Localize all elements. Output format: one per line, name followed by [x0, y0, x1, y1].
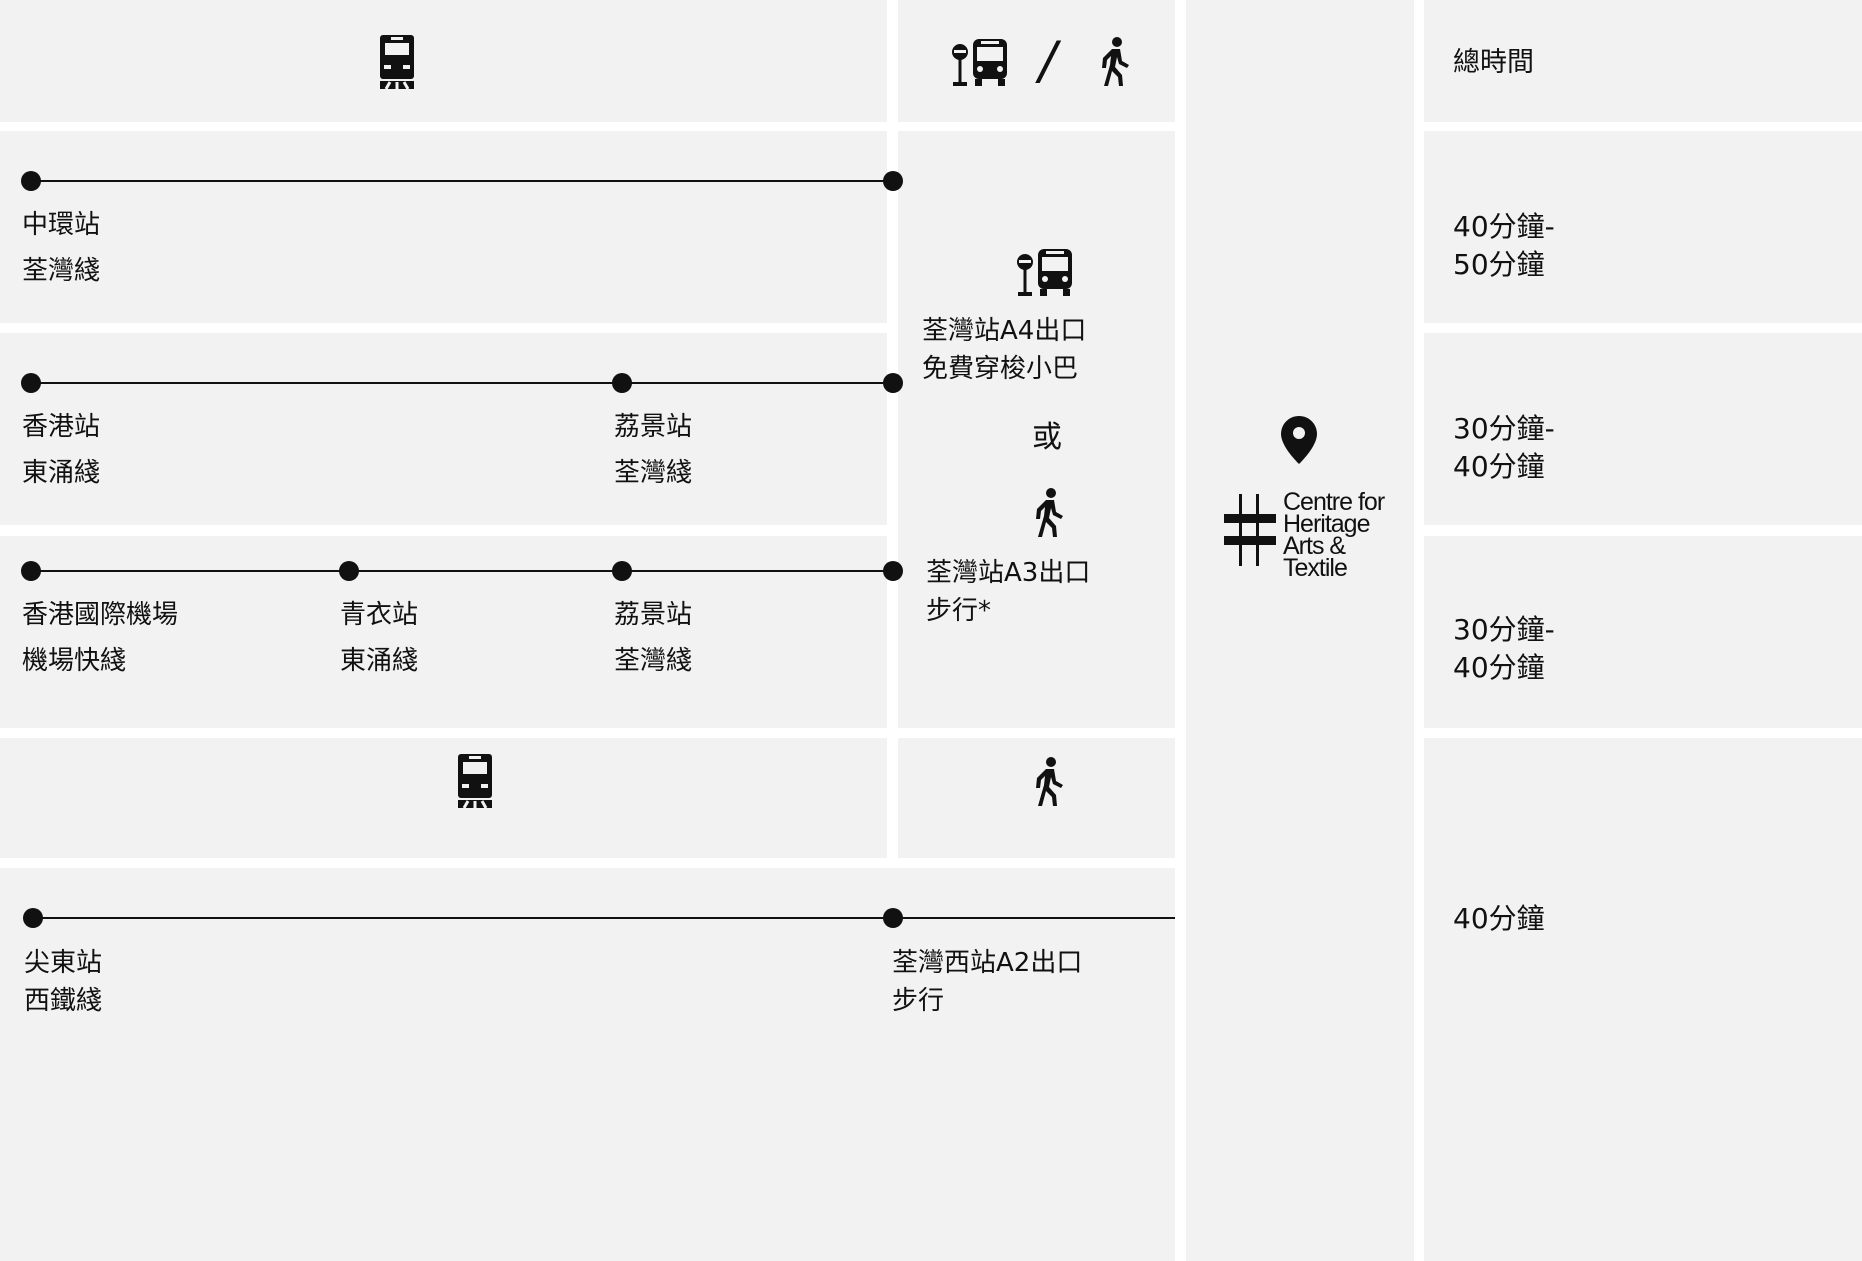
header-slash: /	[1039, 31, 1057, 91]
route-1-end-dot	[883, 171, 903, 191]
route-3-stop-1-label: 香港國際機場 機場快綫	[22, 592, 178, 684]
route-3-start-dot	[21, 561, 41, 581]
time-3-cell	[1424, 536, 1862, 728]
west-rail-total-time: 40分鐘	[1453, 900, 1545, 938]
route-3-total-time: 30分鐘- 40分鐘	[1453, 611, 1555, 687]
logo-line: Textile	[1283, 554, 1348, 582]
west-rail-origin-label: 尖東站 西鐵綫	[24, 944, 102, 1020]
line-name: 西鐵綫	[24, 986, 103, 1016]
station-name: 青衣站	[340, 600, 419, 630]
west-rail-line	[33, 917, 1175, 919]
route-3-stop-2-label: 青衣站 東涌綫	[340, 592, 418, 684]
bus-stop-icon	[1017, 249, 1072, 296]
route-3-transfer-2-dot	[612, 561, 632, 581]
time-range-end: 40分鐘	[1453, 450, 1545, 483]
logo-line: Heritage	[1283, 510, 1371, 538]
line-name: 機場快綫	[22, 646, 127, 676]
time-range-start: 40分鐘-	[1453, 210, 1555, 243]
time-4-cell	[1424, 738, 1862, 1261]
station-name: 香港國際機場	[22, 600, 179, 630]
route-1-cell	[0, 131, 887, 323]
time-value: 40分鐘	[1453, 902, 1545, 935]
walking-person-icon	[1036, 488, 1063, 537]
west-rail-start-dot	[23, 908, 43, 928]
exit-label: 荃灣西站A2出口	[892, 948, 1083, 978]
bus-exit-label: 荃灣站A4出口	[922, 316, 1087, 346]
chat-logo-wordmark: Centre for Heritage Arts & Textile	[1283, 488, 1385, 582]
line-name: 荃灣綫	[614, 458, 693, 488]
walk-note: 荃灣站A3出口 步行*	[926, 554, 1090, 630]
route-1-total-time: 40分鐘- 50分鐘	[1453, 208, 1555, 284]
shuttle-bus-note: 荃灣站A4出口 免費穿梭小巴	[922, 312, 1086, 388]
west-rail-exit-label: 荃灣西站A2出口 步行	[892, 944, 1082, 1020]
west-rail-walk-cell	[898, 738, 1175, 858]
train-icon	[380, 35, 414, 90]
west-rail-exit-dot	[883, 908, 903, 928]
route-2-line	[31, 382, 893, 384]
destination-column	[1186, 0, 1414, 1261]
west-rail-route-cell	[0, 868, 1175, 1261]
route-2-stop-2-label: 荔景站 荃灣綫	[614, 404, 692, 496]
header-transfer-cell	[898, 0, 1175, 122]
walking-person-icon	[1036, 757, 1063, 806]
route-1-line	[31, 180, 893, 182]
walk-mode-label: 步行	[892, 986, 945, 1016]
route-3-cell	[0, 536, 887, 728]
route-2-end-dot	[883, 373, 903, 393]
logo-line: Centre for	[1283, 488, 1385, 516]
route-3-transfer-1-dot	[339, 561, 359, 581]
station-name: 尖東站	[24, 948, 103, 978]
route-3-line	[31, 570, 893, 572]
header-total-time-cell	[1424, 0, 1862, 122]
route-3-stop-3-label: 荔景站 荃灣綫	[614, 592, 692, 684]
route-2-total-time: 30分鐘- 40分鐘	[1453, 410, 1555, 486]
header-train-cell	[0, 0, 887, 122]
total-time-heading: 總時間	[1453, 47, 1534, 78]
station-name: 中環站	[22, 210, 101, 240]
time-2-cell	[1424, 333, 1862, 525]
route-1-stop-1-label: 中環站 荃灣綫	[22, 202, 100, 294]
line-name: 荃灣綫	[22, 256, 101, 286]
train-icon	[458, 754, 492, 809]
time-range-start: 30分鐘-	[1453, 412, 1555, 445]
route-2-start-dot	[21, 373, 41, 393]
walk-exit-label: 荃灣站A3出口	[926, 558, 1091, 588]
route-1-start-dot	[21, 171, 41, 191]
line-name: 東涌綫	[340, 646, 419, 676]
time-range-end: 50分鐘	[1453, 248, 1545, 281]
route-2-cell	[0, 333, 887, 525]
transfer-options-cell	[898, 131, 1175, 728]
line-name: 荃灣綫	[614, 646, 693, 676]
west-rail-train-cell	[0, 738, 887, 858]
time-range-end: 40分鐘	[1453, 651, 1545, 684]
walk-mode-label: 步行*	[926, 596, 992, 626]
bus-stop-icon	[952, 39, 1007, 86]
station-name: 荔景站	[614, 600, 693, 630]
route-2-transfer-dot	[612, 373, 632, 393]
walking-person-icon	[1102, 37, 1129, 86]
station-name: 香港站	[22, 412, 101, 442]
or-separator: 或	[1032, 420, 1062, 455]
station-name: 荔景站	[614, 412, 693, 442]
time-1-cell	[1424, 131, 1862, 323]
route-3-end-dot	[883, 561, 903, 581]
logo-line: Arts &	[1283, 532, 1346, 560]
bus-mode-label: 免費穿梭小巴	[922, 354, 1079, 384]
time-range-start: 30分鐘-	[1453, 613, 1555, 646]
location-pin-icon	[1281, 416, 1317, 464]
line-name: 東涌綫	[22, 458, 101, 488]
route-2-stop-1-label: 香港站 東涌綫	[22, 404, 100, 496]
chat-logo-mark	[1224, 494, 1276, 566]
